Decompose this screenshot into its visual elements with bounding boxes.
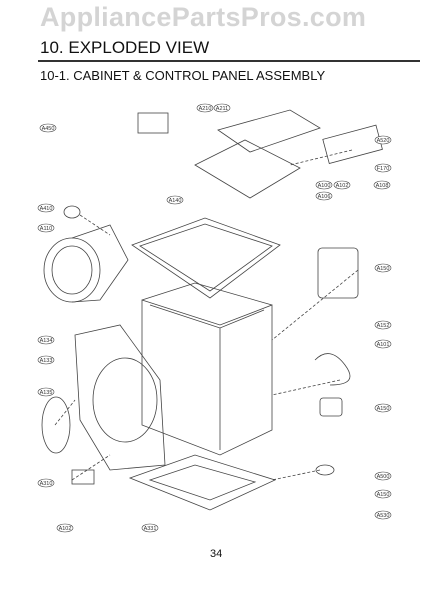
subsection-title: 10-1. CABINET & CONTROL PANEL ASSEMBLY bbox=[40, 68, 326, 83]
cabinet-inner bbox=[149, 304, 265, 450]
part-callout: A108 bbox=[376, 183, 389, 189]
part-callout: A135 bbox=[40, 390, 53, 396]
front-panel bbox=[74, 324, 166, 471]
control-panel bbox=[194, 139, 301, 199]
part-callout: A140 bbox=[169, 198, 182, 204]
part-callout: A530 bbox=[377, 513, 390, 519]
part-callout: F170 bbox=[377, 166, 390, 172]
gasket-ring bbox=[41, 396, 71, 454]
part-callout: A152 bbox=[377, 323, 390, 329]
hinge-part bbox=[71, 469, 95, 485]
part-callout: A110 bbox=[40, 226, 52, 232]
title-rule bbox=[38, 60, 420, 62]
part-callout: A410 bbox=[40, 206, 53, 212]
small-box bbox=[137, 112, 169, 134]
watermark: AppliancePartsPros.com bbox=[40, 2, 367, 32]
part-callout: A500 bbox=[377, 474, 390, 480]
control-panel-face bbox=[217, 109, 321, 153]
part-callout: A331 bbox=[144, 526, 157, 532]
cabinet-top-edge bbox=[141, 282, 273, 306]
part-callout: A211 bbox=[216, 106, 228, 112]
part-callout: A100 bbox=[318, 183, 331, 189]
part-callout: A520 bbox=[377, 138, 390, 144]
page-number: 34 bbox=[210, 548, 223, 560]
cable-harness bbox=[314, 353, 351, 386]
part-callout: A106 bbox=[318, 194, 331, 200]
part-callout: A133 bbox=[40, 358, 53, 364]
part-callout: A150 bbox=[377, 406, 390, 412]
part-callout: A102 bbox=[336, 183, 349, 189]
tub-body bbox=[71, 224, 129, 303]
top-plate-inner bbox=[139, 223, 273, 292]
tub-inner bbox=[51, 245, 93, 295]
filter-part bbox=[319, 397, 343, 417]
foot-part bbox=[315, 464, 335, 476]
part-callout: A150 bbox=[377, 266, 390, 272]
part-callout: A310 bbox=[40, 481, 53, 487]
base-frame bbox=[128, 454, 277, 511]
panel-cover bbox=[322, 124, 383, 165]
part-callout: A102 bbox=[59, 526, 72, 532]
part-callout: A101 bbox=[377, 342, 390, 348]
door-glass bbox=[92, 357, 158, 443]
part-callout: A134 bbox=[40, 338, 53, 344]
section-title: 10. EXPLODED VIEW bbox=[40, 38, 210, 57]
part-callout: A450 bbox=[42, 126, 55, 132]
cabinet-body bbox=[141, 299, 273, 456]
back-cover bbox=[317, 247, 359, 299]
top-plate bbox=[131, 217, 281, 299]
base-inner bbox=[148, 464, 257, 501]
part-callout: A150 bbox=[377, 492, 390, 498]
part-callout: A210 bbox=[199, 106, 212, 112]
pump-part bbox=[63, 205, 81, 219]
